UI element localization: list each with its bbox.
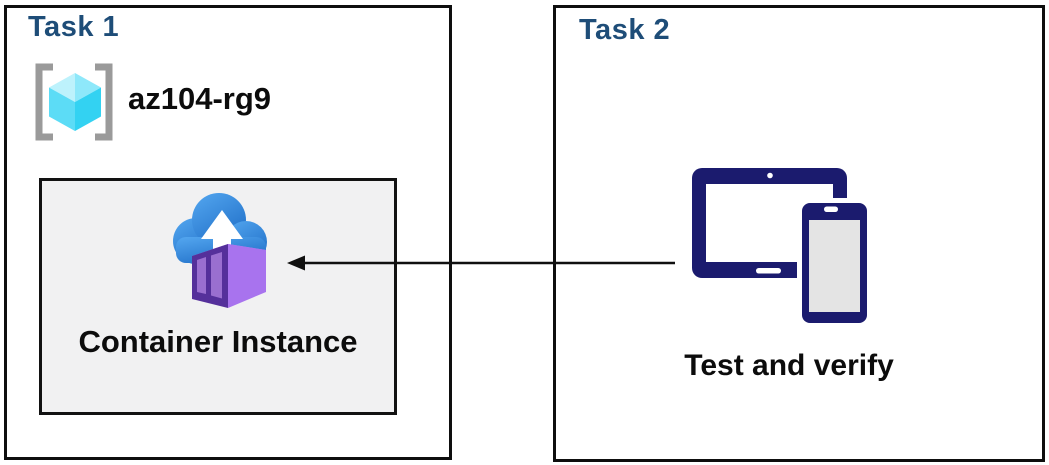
task2-title: Task 2: [579, 14, 671, 46]
resource-group-icon: [35, 63, 113, 141]
test-and-verify-label: Test and verify: [684, 349, 894, 382]
resource-group-name: az104-rg9: [128, 81, 272, 116]
phone-shape: [797, 198, 872, 328]
tablet-phone-devices-icon: [692, 168, 872, 328]
container-shape: [192, 244, 266, 308]
container-instance-icon: [173, 193, 267, 308]
container-instance-label: Container Instance: [78, 324, 358, 359]
devices-to-container-arrow: [287, 255, 675, 271]
task1-title: Task 1: [28, 11, 120, 43]
